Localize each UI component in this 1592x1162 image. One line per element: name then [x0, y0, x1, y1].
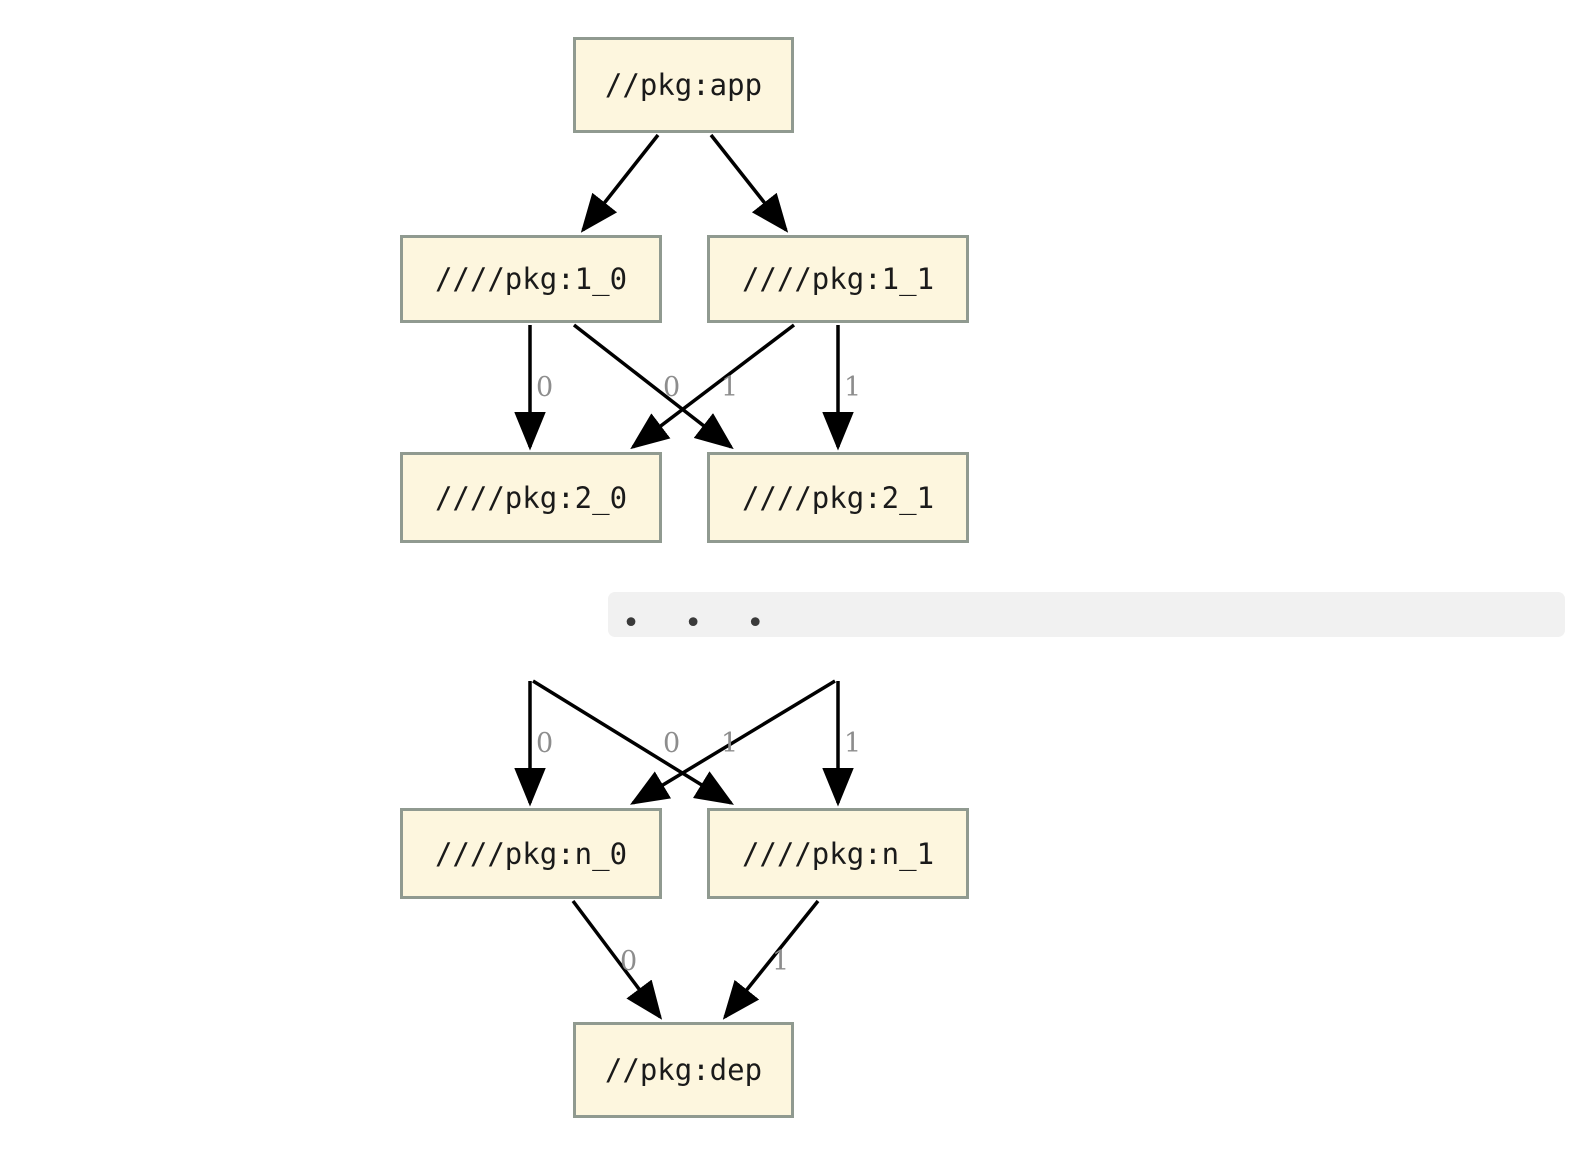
- ellipsis-separator: • • •: [608, 592, 1565, 641]
- graph-node-app[interactable]: //pkg:app: [573, 37, 794, 133]
- graph-node-l2_0[interactable]: ////pkg:2_0: [400, 452, 662, 543]
- graph-node-label: //pkg:app: [604, 68, 763, 102]
- graph-edge-app-to-1_1: [709, 133, 789, 233]
- edge-label-n-1b-to-n_0: 1: [721, 728, 739, 759]
- graph-node-label: ////pkg:n_1: [741, 836, 935, 871]
- edge-label-n-1-to-n_1: 0: [663, 728, 681, 759]
- edge-label-1_1-to-2_0: 1: [721, 372, 739, 403]
- edge-label-n_0-to-dep: 0: [620, 946, 638, 977]
- graph-edge-1_1-to-2_0: [630, 323, 796, 450]
- ellipsis-dots: • • •: [622, 605, 778, 641]
- graph-edge-n-1-to-n_1: [532, 679, 734, 805]
- edge-label-1_0-to-2_0: 0: [536, 372, 554, 403]
- graph-node-label: ////pkg:1_1: [741, 262, 935, 296]
- graph-node-label: //pkg:dep: [604, 1053, 763, 1087]
- edge-label-n-1b-to-n_1: 1: [844, 728, 862, 759]
- graph-edge-n_0-to-dep: [571, 899, 663, 1020]
- graph-node-l1_0[interactable]: ////pkg:1_0: [400, 235, 662, 323]
- graph-node-ln_1[interactable]: ////pkg:n_1: [707, 808, 969, 899]
- graph-node-label: ////pkg:2_1: [741, 480, 935, 515]
- graph-node-ln_0[interactable]: ////pkg:n_0: [400, 808, 662, 899]
- edge-label-1_1-to-2_1: 1: [844, 372, 862, 403]
- edge-label-n-1-to-n_0: 0: [536, 728, 554, 759]
- graph-node-label: ////pkg:1_0: [434, 262, 628, 296]
- graph-node-l2_1[interactable]: ////pkg:2_1: [707, 452, 969, 543]
- edge-label-n_1-to-dep: 1: [772, 946, 790, 977]
- graph-node-label: ////pkg:n_0: [434, 836, 628, 871]
- edge-label-1_0-to-2_1: 0: [663, 372, 681, 403]
- graph-edge-1_0-to-2_1: [572, 323, 734, 450]
- graph-node-l1_1[interactable]: ////pkg:1_1: [707, 235, 969, 323]
- graph-node-label: ////pkg:2_0: [434, 480, 628, 515]
- graph-node-dep[interactable]: //pkg:dep: [573, 1022, 794, 1118]
- graph-edge-app-to-1_0: [580, 133, 660, 233]
